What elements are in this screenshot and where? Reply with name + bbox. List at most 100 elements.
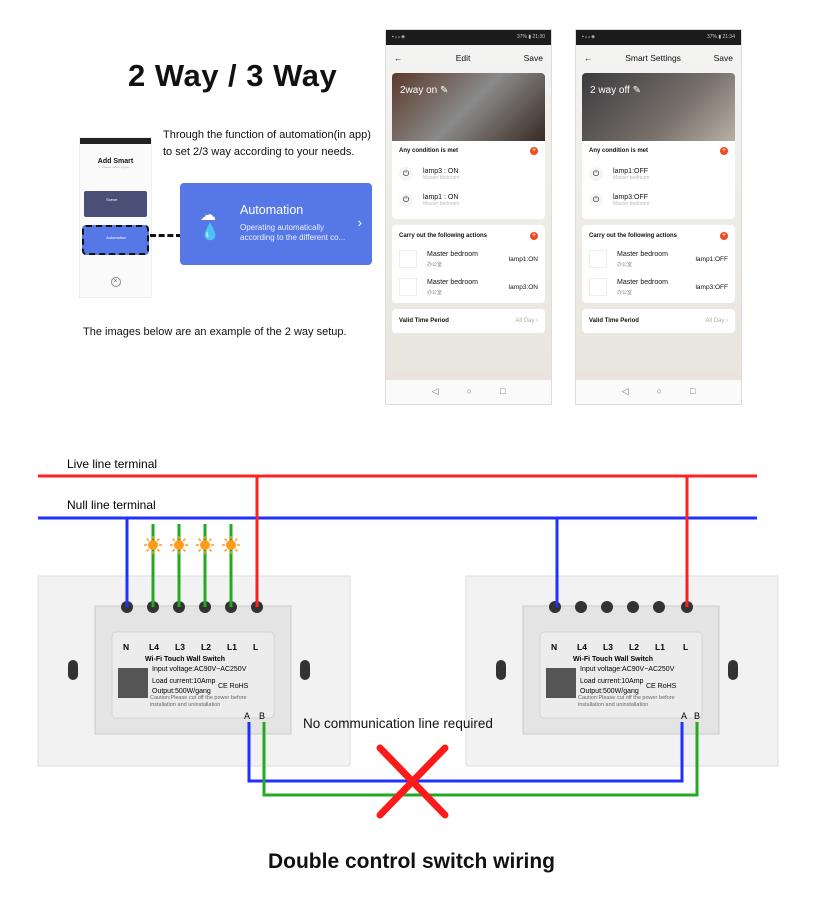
scene-image[interactable]: 2 way off ✎	[582, 73, 735, 141]
diagram-shape: Load current:10Amp	[152, 678, 216, 685]
diagram-shape	[182, 548, 186, 552]
scene-image[interactable]: 2way on ✎	[392, 73, 545, 141]
save-button[interactable]: Save	[713, 53, 733, 63]
screen-title: Smart Settings	[625, 53, 681, 63]
status-bar: ▪ ᵢₗ ᵢₗ ◈37% ▮ 21:34	[576, 30, 741, 45]
terminal-label: L3	[175, 642, 185, 652]
diagram-shape	[146, 538, 150, 542]
terminal-label: L1	[227, 642, 237, 652]
dashed-connector	[150, 234, 182, 237]
diagram-caption: Double control switch wiring	[267, 850, 555, 873]
diagram-shape	[111, 631, 275, 719]
diagram-shape: B	[259, 711, 265, 721]
edit-icon[interactable]: ✎	[632, 85, 642, 96]
diagram-shape	[234, 548, 238, 552]
diagram-shape	[262, 722, 699, 797]
condition-dropdown[interactable]: Any condition is met	[399, 148, 459, 154]
diagram-shape	[300, 660, 310, 680]
back-arrow-icon[interactable]: ←	[394, 53, 403, 63]
mini-title: Add Smart	[97, 158, 134, 165]
phone-screen-1: ▪ ᵢₗ ᵢₗ ◈37% ▮ 21:34 ← Smart Settings Save…	[575, 29, 742, 405]
null-line-label: Null line terminal	[67, 498, 156, 512]
plug-icon: ⏻	[399, 167, 413, 181]
diagram-shape	[234, 538, 238, 542]
diagram-shape: Input voltage:AC90V~AC250V	[152, 666, 247, 673]
back-arrow-icon[interactable]: ←	[584, 53, 593, 63]
close-icon[interactable]: ×	[110, 277, 121, 287]
condition-dropdown[interactable]: Any condition is met	[589, 148, 649, 154]
switch-icon	[399, 278, 417, 296]
recent-nav-icon[interactable]: □	[499, 386, 506, 396]
switch-icon	[589, 278, 607, 296]
diagram-shape	[496, 660, 506, 680]
live-line-label: Live line terminal	[67, 457, 157, 471]
add-action-icon[interactable]: +	[530, 232, 538, 240]
communication-lines	[247, 722, 699, 797]
diagram-shape	[224, 548, 228, 552]
diagram-shape	[546, 668, 576, 698]
diagram-shape	[172, 548, 176, 552]
home-nav-icon[interactable]: ○	[656, 386, 662, 396]
edit-icon[interactable]: ✎	[440, 85, 449, 96]
terminal-label: L	[683, 642, 688, 652]
scene-option[interactable]: Scene	[84, 191, 147, 217]
diagram-shape: B	[694, 711, 700, 721]
add-condition-icon[interactable]: +	[720, 147, 728, 155]
automation-option[interactable]: Automation	[82, 225, 149, 255]
diagram-shape: Wi-Fi Touch Wall Switch	[145, 656, 225, 663]
terminal-screw	[601, 601, 613, 613]
red-x-icon	[376, 744, 449, 819]
diagram-shape	[121, 601, 693, 613]
home-nav-icon[interactable]: ○	[466, 386, 472, 396]
add-action-icon[interactable]: +	[720, 232, 728, 240]
mini-phone-add-smart: Add Smart Please select a type Scene Aut…	[79, 137, 152, 298]
scene-name: 2way on	[400, 85, 438, 96]
terminal-label: L2	[201, 642, 211, 652]
diagram-shape	[728, 660, 738, 680]
diagram-shape	[208, 548, 212, 552]
lamp-icon	[170, 536, 188, 554]
diagram-shape: Output:500W/gang	[580, 688, 639, 695]
diagram-shape	[125, 476, 689, 607]
lamp-icon	[144, 536, 162, 554]
diagram-shape: Wi-Fi Touch Wall Switch	[573, 656, 653, 663]
plug-icon: ⏻	[589, 193, 603, 207]
diagram-shape	[182, 538, 186, 542]
right-switch-plate	[465, 575, 779, 767]
diagram-shape	[146, 548, 150, 552]
back-nav-icon[interactable]: ◁	[431, 386, 439, 396]
diagram-shape: A	[244, 711, 250, 721]
caution-text-left: Caution:Please cut off the power before …	[150, 695, 247, 708]
back-nav-icon[interactable]: ◁	[621, 386, 629, 396]
diagram-shape	[200, 540, 210, 550]
terminal-screw	[653, 601, 665, 613]
terminal-label: L2	[629, 642, 639, 652]
diagram-shape	[172, 538, 176, 542]
left-switch-plate	[37, 575, 351, 767]
diagram-shape	[174, 540, 184, 550]
terminal-label: L4	[149, 642, 159, 652]
intro-text: Through the function of automation(in ap…	[163, 129, 371, 158]
plug-icon: ⏻	[399, 193, 413, 207]
save-button[interactable]: Save	[523, 53, 543, 63]
terminal-screw	[627, 601, 639, 613]
recent-nav-icon[interactable]: □	[689, 386, 696, 396]
terminal-screw	[549, 601, 561, 613]
diagram-shape: Output:500W/gang	[152, 688, 211, 695]
add-condition-icon[interactable]: +	[530, 147, 538, 155]
caution-text-right: Caution:Please cut off the power before …	[578, 695, 675, 708]
